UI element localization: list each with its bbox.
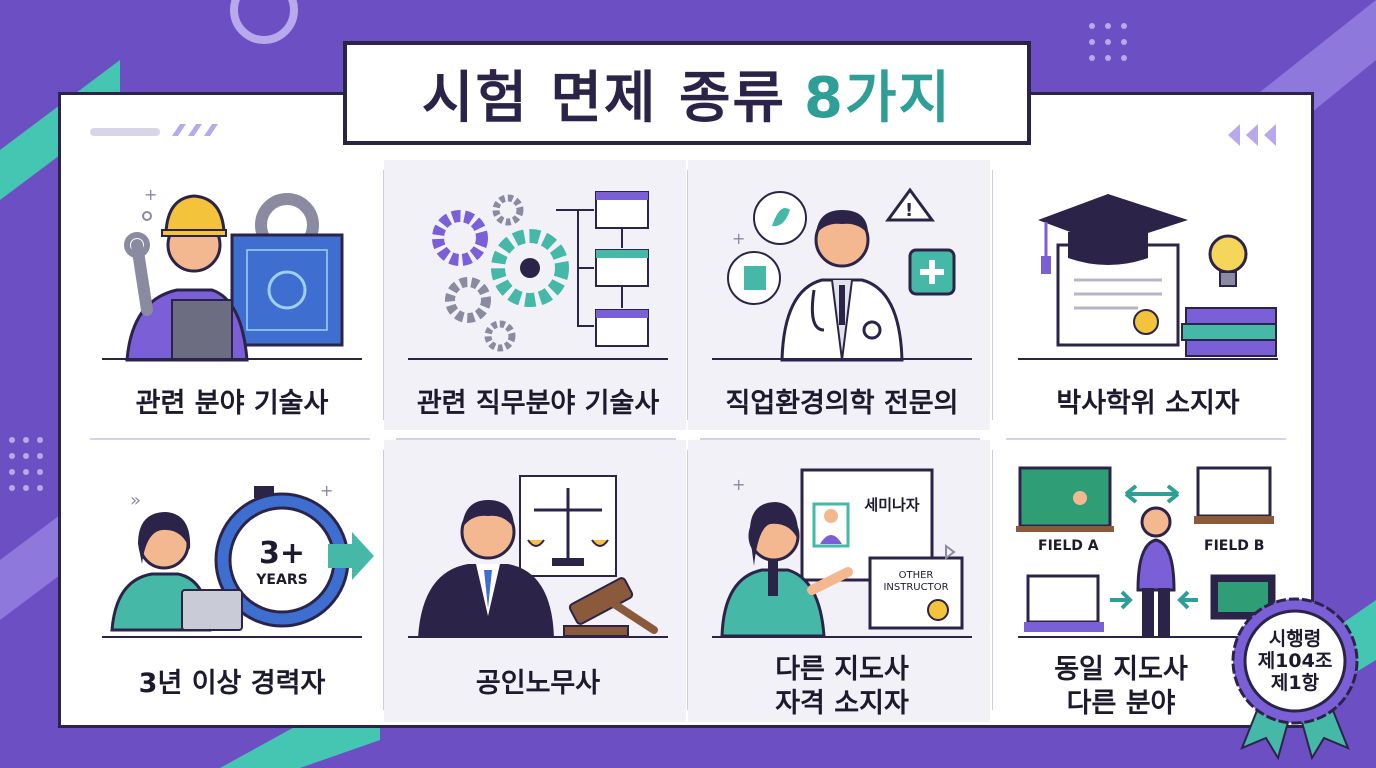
- item-certified-labor-attorney: 공인노무사: [388, 440, 688, 722]
- floor-line: [1018, 358, 1278, 360]
- item-label: 공인노무사: [475, 668, 601, 699]
- svg-text:+: +: [732, 475, 745, 494]
- clock-text-years-count: 3+: [258, 536, 305, 571]
- item-label: 박사학위 소지자: [1056, 388, 1240, 419]
- floor-line: [408, 636, 668, 638]
- floor-line: [712, 636, 972, 638]
- grid-divider: [687, 170, 688, 420]
- item-3-years-experience: » + 3+ YEARS 3년 이상 경력자: [82, 440, 382, 722]
- graduation-illustration: [1038, 194, 1277, 357]
- grid-divider: [1006, 438, 1286, 440]
- lawyer-illustration: [418, 475, 658, 638]
- item-doctorate-holder: 박사학위 소지자: [998, 150, 1298, 432]
- item-other-instructor-qualification: + 세미나자 OTHER INSTRUCTOR 다른 지도사 자격 소지자: [692, 440, 992, 722]
- item-label: 관련 직무분야 기술사: [416, 388, 660, 419]
- floor-line: [102, 358, 362, 360]
- seal-shape: [1231, 597, 1359, 761]
- clock-text-years-unit: YEARS: [256, 572, 308, 588]
- title-banner: 시험 면제 종류 8가지: [343, 41, 1031, 145]
- item-label: 직업환경의학 전문의: [725, 388, 959, 419]
- floor-line: [1018, 636, 1278, 638]
- seal-text-line1: 시행령: [1268, 628, 1322, 650]
- grid-divider: [687, 450, 688, 710]
- item-label-line2: 자격 소지자: [775, 688, 909, 719]
- engineer-illustration: +: [124, 185, 344, 362]
- grid-divider: [396, 438, 676, 440]
- field-transfer-illustration: [1016, 466, 1276, 636]
- svg-text:+: +: [732, 229, 745, 248]
- item-related-field-engineer: + 관련 분야 기술사: [82, 150, 382, 432]
- grid-divider: [700, 438, 980, 440]
- item-label: 3년 이상 경력자: [138, 668, 326, 699]
- instructor-illustration: +: [720, 468, 964, 638]
- item-label: 관련 분야 기술사: [135, 388, 329, 419]
- seminar-board-text: 세미나자: [864, 496, 920, 514]
- field-a-label: FIELD A: [1038, 538, 1099, 554]
- workflow-gears-illustration: [432, 191, 649, 352]
- item-label-line1: 다른 지도사: [775, 654, 909, 685]
- page-title-accent: 8가지: [804, 65, 953, 131]
- grid-divider: [383, 450, 384, 710]
- legal-reference-seal: 시행령 제104조 제1항: [1231, 597, 1359, 761]
- field-b-label: FIELD B: [1204, 538, 1265, 554]
- item-related-job-engineer: 관련 직무분야 기술사: [388, 150, 688, 432]
- certificate-text-line2: INSTRUCTOR: [883, 582, 949, 593]
- doctor-illustration: ! +: [727, 187, 956, 362]
- item-label-line1: 동일 지도사: [1054, 654, 1188, 685]
- svg-text:+: +: [144, 185, 157, 204]
- certificate-text-line1: OTHER: [898, 570, 934, 581]
- item-label-line2: 다른 분야: [1066, 688, 1176, 719]
- seal-text-line2: 제104조: [1257, 650, 1333, 672]
- floor-line: [102, 636, 362, 638]
- floor-line: [408, 358, 668, 360]
- floor-line: [712, 358, 972, 360]
- svg-text:+: +: [320, 481, 333, 500]
- grid-divider: [90, 438, 370, 440]
- grid-divider: [992, 450, 993, 710]
- svg-text:»: »: [130, 490, 141, 511]
- grid-divider: [383, 170, 384, 420]
- svg-text:!: !: [905, 200, 913, 221]
- seal-text: 시행령 제104조 제1항: [1232, 628, 1358, 694]
- stopwatch-illustration: » +: [110, 481, 374, 632]
- seal-text-line3: 제1항: [1270, 672, 1320, 694]
- item-occupational-medicine-specialist: ! + 직업환경의학 전문의: [692, 150, 992, 432]
- item-same-instructor-other-field: FIELD A FIELD B 동일 지도사 다른 분야: [998, 440, 1298, 722]
- page-title: 시험 면제 종류: [421, 65, 787, 131]
- grid-divider: [992, 170, 993, 420]
